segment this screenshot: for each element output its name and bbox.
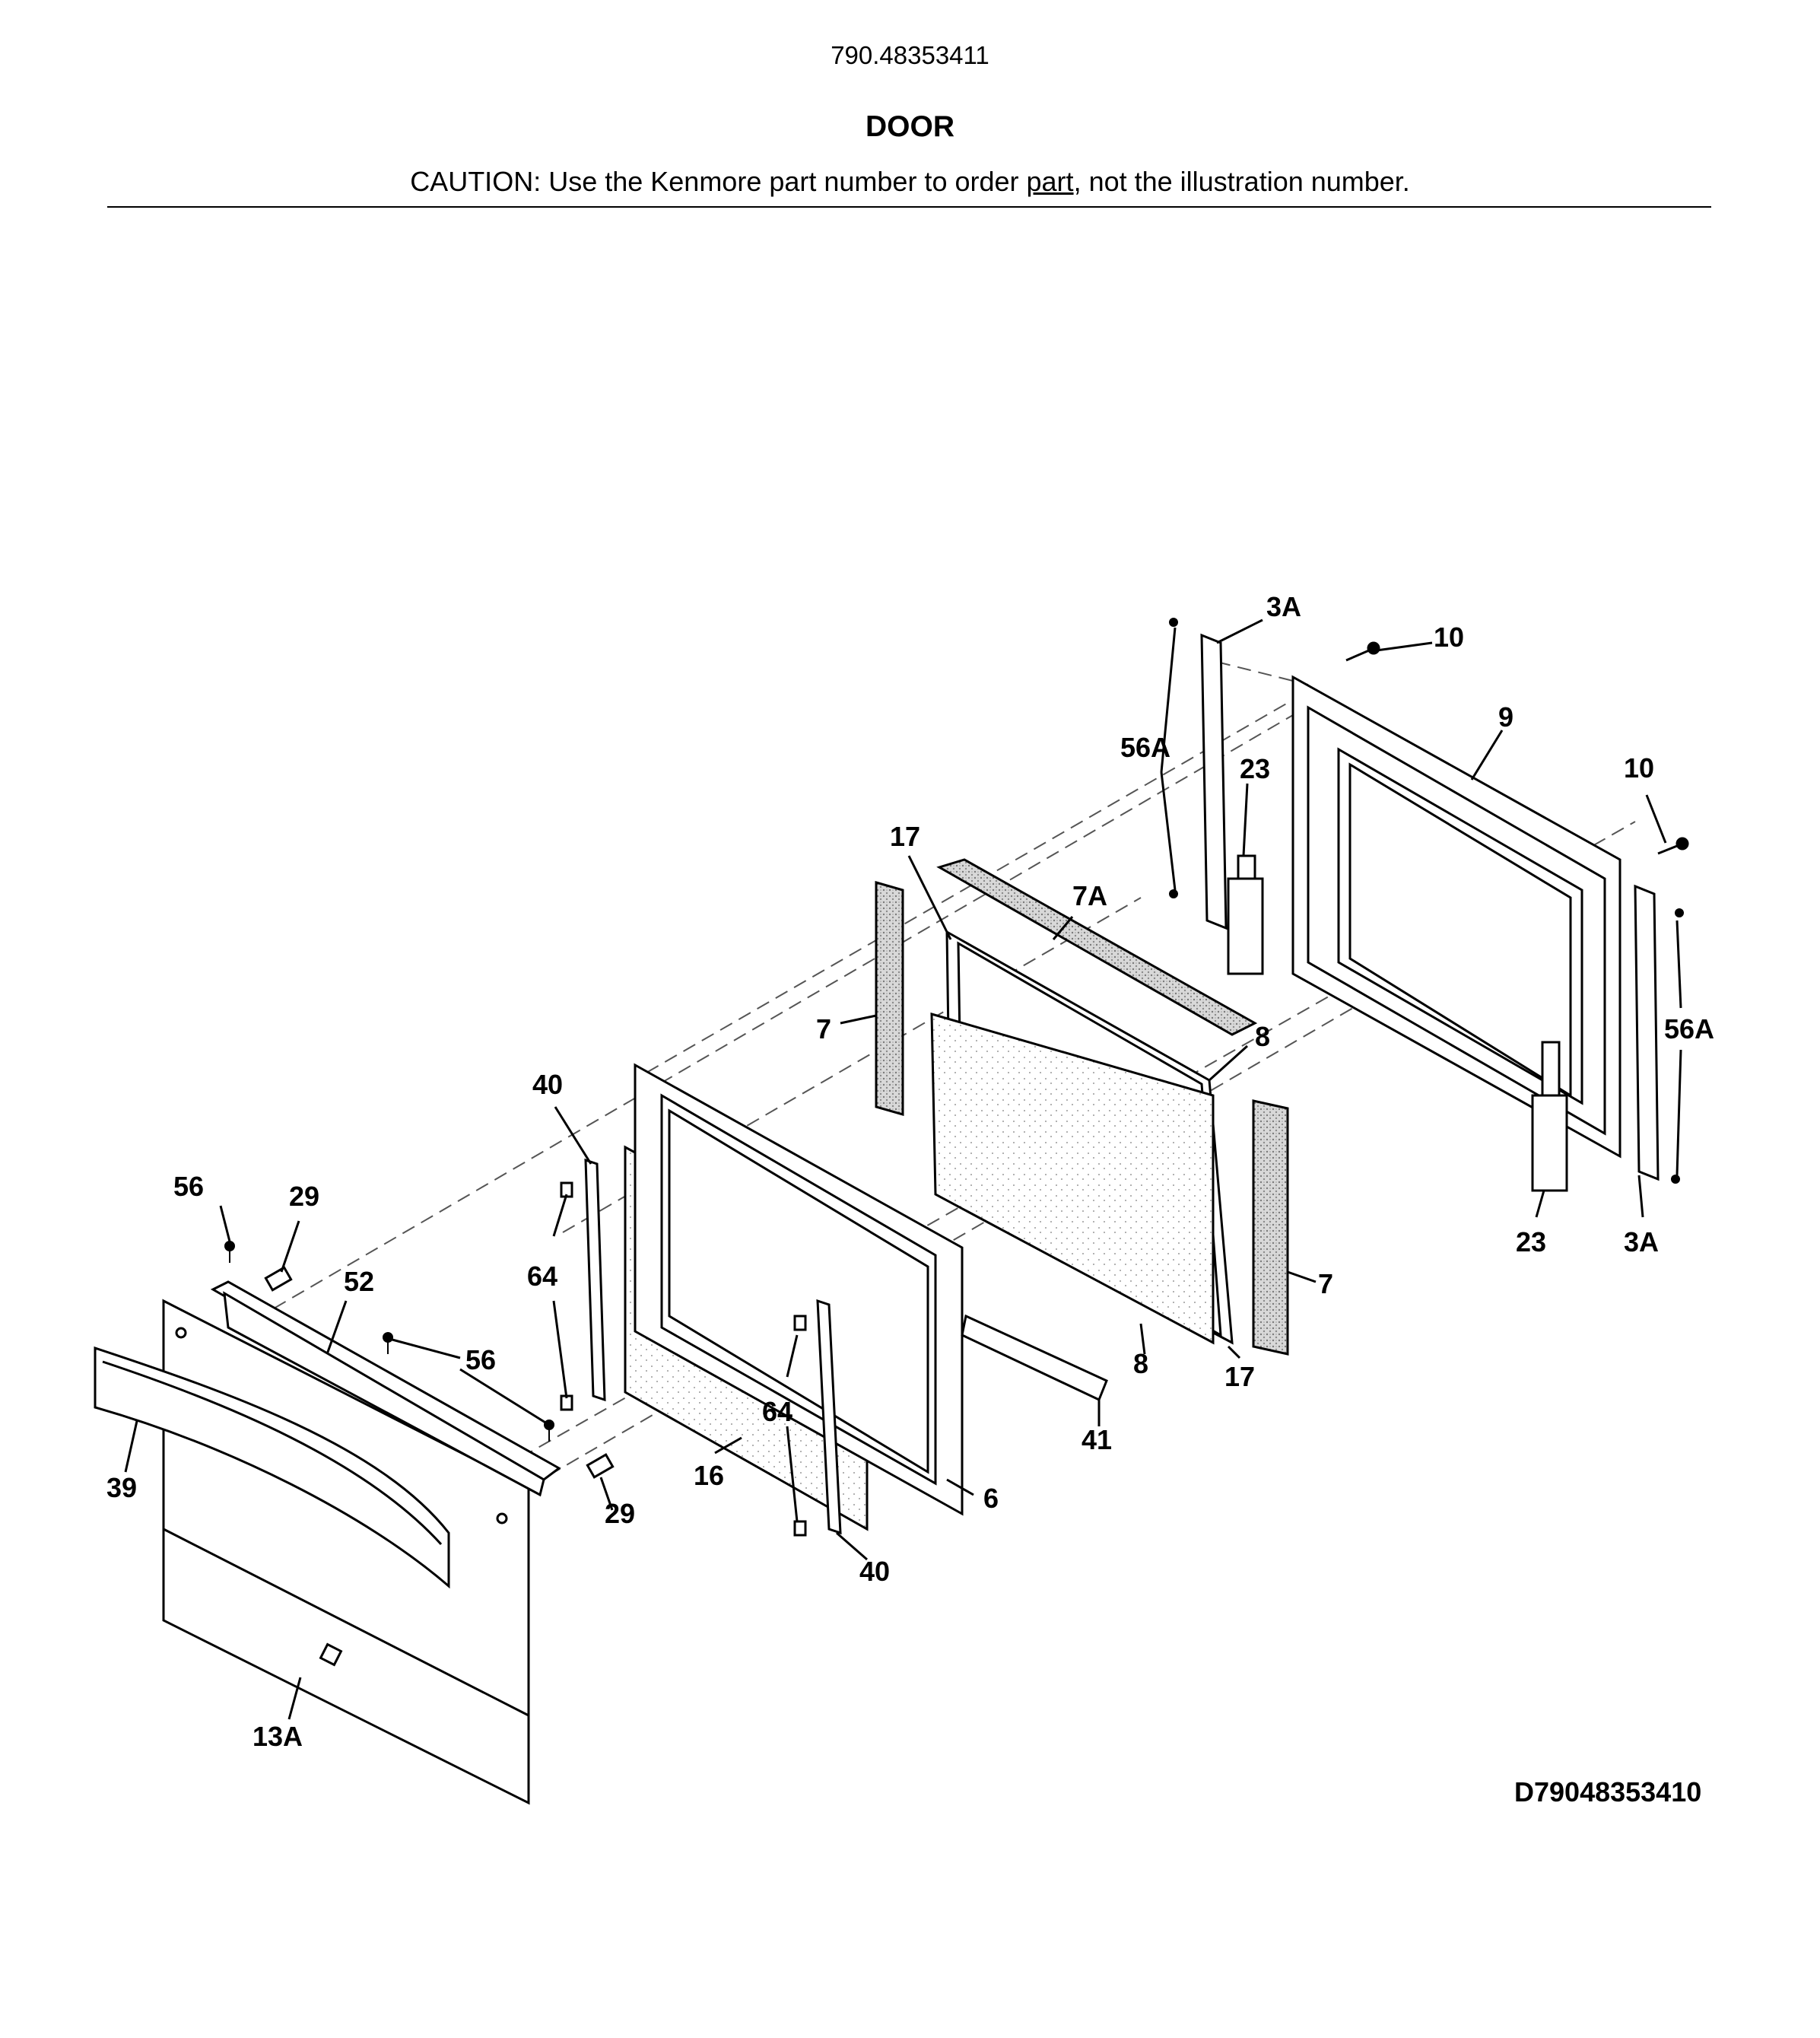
bottom-bracket (961, 1314, 1108, 1402)
callout-23-bottom: 23 (1516, 1226, 1546, 1257)
callout-41: 41 (1082, 1424, 1112, 1455)
callout-56-mid: 56 (465, 1344, 496, 1375)
leader-lines (124, 618, 1682, 1720)
page-title: DOOR (866, 110, 954, 143)
caution-note: CAUTION: Use the Kenmore part number to … (0, 166, 1820, 198)
callout-40-bottom: 40 (859, 1556, 890, 1587)
callout-10-right: 10 (1624, 752, 1654, 784)
callout-17-bottom: 17 (1224, 1361, 1255, 1392)
callouts: 3A 10 9 10 56A 23 17 7A 56A 7 8 40 56 29… (106, 591, 1714, 1752)
hinge-channels (1200, 633, 1660, 1181)
callout-16: 16 (694, 1460, 724, 1491)
callout-13a: 13A (253, 1721, 303, 1752)
callout-64-mid: 64 (762, 1396, 792, 1427)
callout-7-left: 7 (816, 1013, 831, 1044)
callout-56a-left: 56A (1120, 732, 1170, 763)
callout-6: 6 (983, 1483, 999, 1514)
model-number: 790.48353411 (831, 41, 989, 69)
channel-screws (1169, 618, 1684, 1184)
door-bumpers (264, 1266, 615, 1479)
door-handle (94, 1346, 450, 1589)
caution-suffix: , not the illustration number. (1073, 166, 1410, 197)
door-hinges (1227, 854, 1568, 1192)
callout-64-left: 64 (527, 1261, 557, 1292)
callout-10-top: 10 (1434, 622, 1464, 653)
drawing-id: D79048353410 (1514, 1776, 1702, 1807)
callout-39: 39 (106, 1472, 137, 1503)
caution-prefix: CAUTION: Use the Kenmore part number to … (410, 166, 1027, 197)
callout-8-top: 8 (1255, 1021, 1270, 1052)
callout-52: 52 (344, 1266, 374, 1297)
caution-part-link[interactable]: part (1026, 166, 1074, 197)
side-channels (584, 1158, 842, 1535)
callout-9: 9 (1498, 701, 1513, 733)
callout-29-bottom: 29 (605, 1498, 635, 1529)
callout-7-right: 7 (1318, 1268, 1333, 1299)
callout-3a-top: 3A (1266, 591, 1301, 622)
callout-3a-bottom: 3A (1624, 1226, 1659, 1257)
top-insulation (936, 858, 1258, 1036)
callout-40-top: 40 (532, 1069, 563, 1100)
rear-door-frame (1291, 675, 1621, 1159)
callout-29-top: 29 (289, 1181, 319, 1212)
callout-17-top: 17 (890, 821, 920, 852)
inner-glass (930, 1012, 1215, 1345)
callout-56a-right: 56A (1664, 1013, 1714, 1044)
callout-8-bottom: 8 (1133, 1348, 1148, 1379)
inner-door-liner (634, 1063, 964, 1516)
door-top-trim (210, 1280, 561, 1497)
callout-7a: 7A (1072, 880, 1107, 911)
callout-23-top: 23 (1240, 753, 1270, 784)
callout-56-top: 56 (173, 1171, 204, 1202)
side-insulation (875, 881, 1289, 1356)
header-divider (107, 206, 1711, 208)
hinge-screws (1345, 641, 1689, 855)
